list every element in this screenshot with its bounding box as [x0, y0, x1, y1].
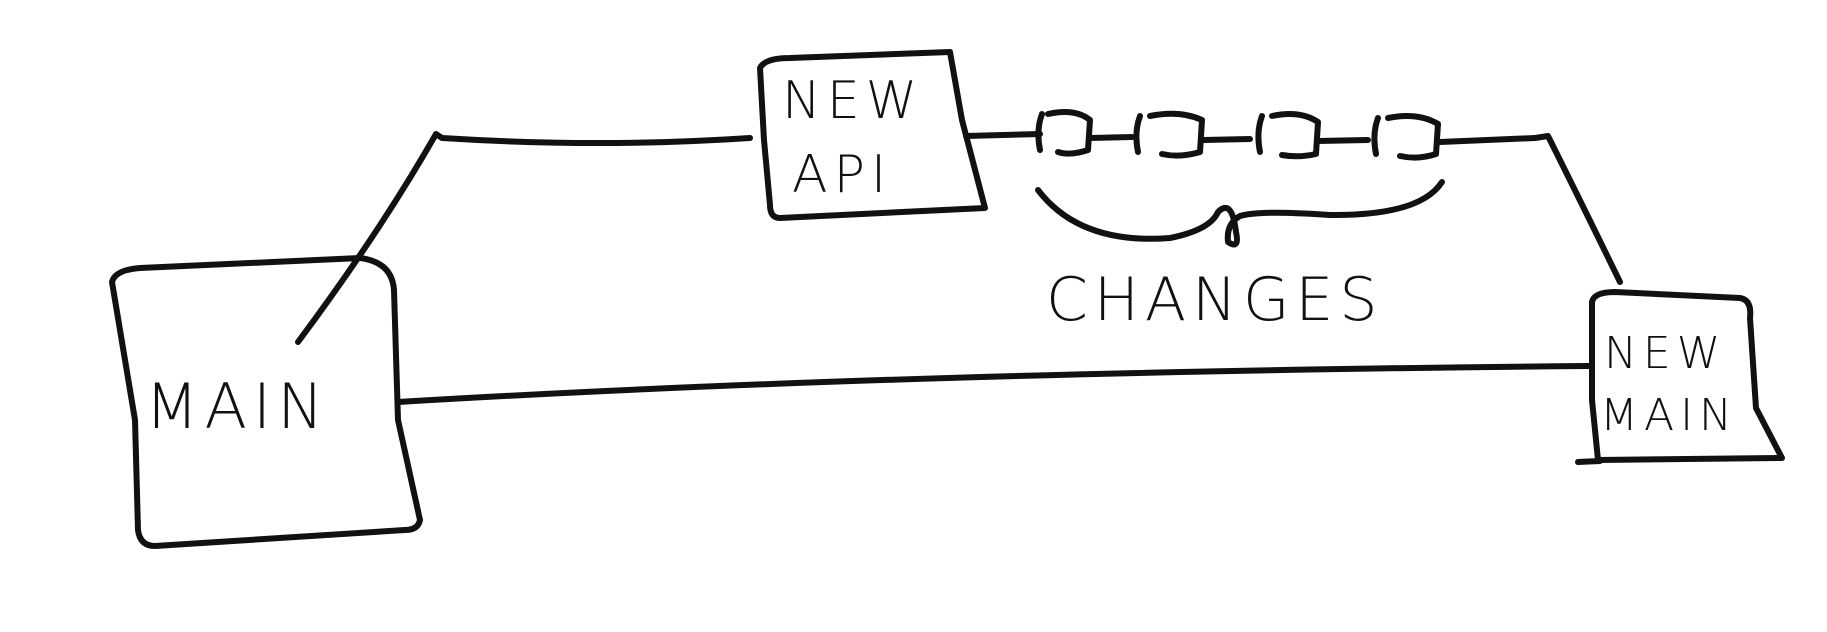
api-branch-line	[295, 131, 753, 345]
commit-1	[1035, 109, 1093, 157]
new-main-label-line2: MAIN	[1600, 390, 1738, 441]
new-api-label-line1: NEW	[782, 71, 923, 131]
main-node: MAIN	[109, 255, 423, 549]
commit-3	[1255, 111, 1321, 160]
changes-brace	[1035, 179, 1445, 248]
new-main-box-outline	[1589, 289, 1785, 463]
commit-chain-line	[963, 131, 1538, 145]
merge-line	[1532, 133, 1623, 285]
new-api-label-line2: API	[792, 145, 892, 205]
commit-2-mark	[1133, 110, 1205, 159]
commit-1-mark	[1035, 109, 1093, 157]
new-main-base-line	[1575, 458, 1603, 465]
commit-4	[1371, 113, 1441, 161]
commit-2	[1133, 110, 1205, 159]
main-box-outline	[109, 255, 423, 549]
commit-4-mark	[1371, 113, 1441, 161]
new-main-node: NEW MAIN	[1575, 289, 1785, 465]
changes-label: CHANGES	[1046, 265, 1383, 335]
main-trunk-line	[395, 363, 1593, 405]
commit-3-mark	[1255, 111, 1321, 160]
new-api-box-outline	[757, 49, 988, 221]
main-label: MAIN	[145, 370, 330, 443]
new-api-node: NEW API	[757, 49, 988, 221]
new-main-label-line1: NEW	[1604, 328, 1726, 379]
